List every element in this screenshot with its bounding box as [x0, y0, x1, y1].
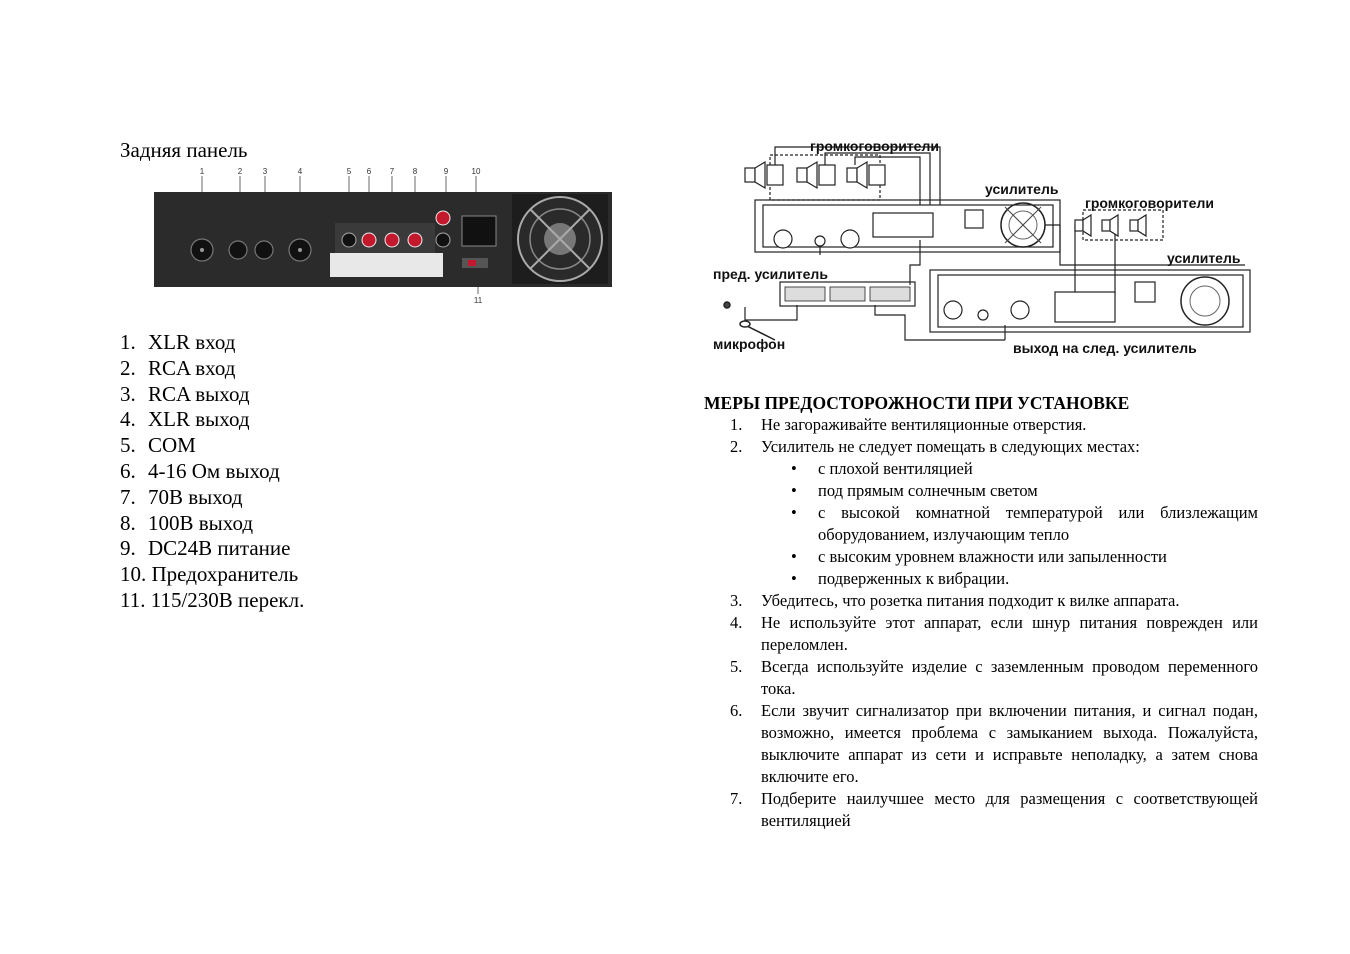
locations-sublist: с плохой вентиляцией под прямым солнечны… [761, 458, 1258, 590]
rear-panel-illustration: 1 2 3 4 5 6 7 8 9 10 11 [154, 167, 612, 305]
list-item: 3.Убедитесь, что розетка питания подходи… [730, 591, 1180, 610]
callout-2: 2 [238, 167, 243, 176]
list-item: 6.Если звучит сигнализатор при включении… [730, 701, 1258, 786]
callout-1: 1 [200, 167, 205, 176]
list-item: 7.70В выход [120, 484, 243, 509]
callout-11: 11 [474, 296, 483, 305]
list-item: 5.Всегда используйте изделие с заземленн… [730, 657, 1258, 698]
precautions-list: 1.Не загораживайте вентиляционные отверс… [730, 414, 1258, 832]
label-amplifier-1: усилитель [985, 181, 1059, 197]
label-speakers-1: громкоговорители [810, 138, 939, 154]
list-item: с высокой комнатной температурой или бли… [791, 502, 1258, 546]
callout-8: 8 [413, 167, 418, 176]
list-item: под прямым солнечным светом [791, 480, 1258, 502]
precautions-title: МЕРЫ ПРЕДОСТОРОЖНОСТИ ПРИ УСТАНОВКЕ [704, 393, 1130, 413]
callout-6: 6 [367, 167, 372, 176]
list-item: с плохой вентиляцией [791, 458, 1258, 480]
list-item: 1.XLR вход [120, 330, 236, 354]
list-item: 7.Подберите наилучшее место для размещен… [730, 789, 1258, 830]
list-item: 2.RCA вход [120, 355, 236, 380]
list-item: 9.DC24В питание [120, 536, 291, 561]
list-item: с высоким уровнем влажности или запыленн… [791, 546, 1258, 568]
callout-10: 10 [472, 167, 481, 176]
list-item: 10. Предохранитель [120, 562, 299, 587]
list-item: 5.COM [120, 433, 196, 458]
list-item: подверженных к вибрации. [791, 568, 1258, 590]
rear-panel-legend: 1.XLR вход 2.RCA вход 3.RCA выход 4.XLR … [120, 330, 304, 614]
list-item: 2.Усилитель не следует помещать в следую… [730, 436, 1258, 590]
callout-5: 5 [347, 167, 352, 176]
callout-9: 9 [444, 167, 449, 176]
callout-4: 4 [298, 167, 303, 176]
wiring-diagram: громкоговорители усилитель громкоговорит… [713, 138, 1251, 356]
list-item: 4.XLR выход [120, 407, 250, 432]
list-item: 3.RCA выход [120, 381, 250, 406]
callout-3: 3 [263, 167, 268, 176]
callout-7: 7 [390, 167, 395, 176]
label-microphone: микрофон [713, 336, 785, 352]
list-item: 6.4-16 Ом выход [120, 458, 280, 483]
label-preamp: пред. усилитель [713, 266, 828, 282]
list-item: 11. 115/230В перекл. [120, 587, 305, 612]
section-title: Задняя панель [120, 138, 248, 162]
list-item: 1.Не загораживайте вентиляционные отверс… [730, 415, 1087, 434]
label-next-amp: выход на след. усилитель [1013, 340, 1197, 356]
label-speakers-2: громкоговорители [1085, 195, 1214, 211]
list-item: 4.Не используйте этот аппарат, если шнур… [730, 613, 1258, 654]
label-amplifier-2: усилитель [1167, 250, 1241, 266]
list-item: 8.100В выход [120, 510, 254, 535]
